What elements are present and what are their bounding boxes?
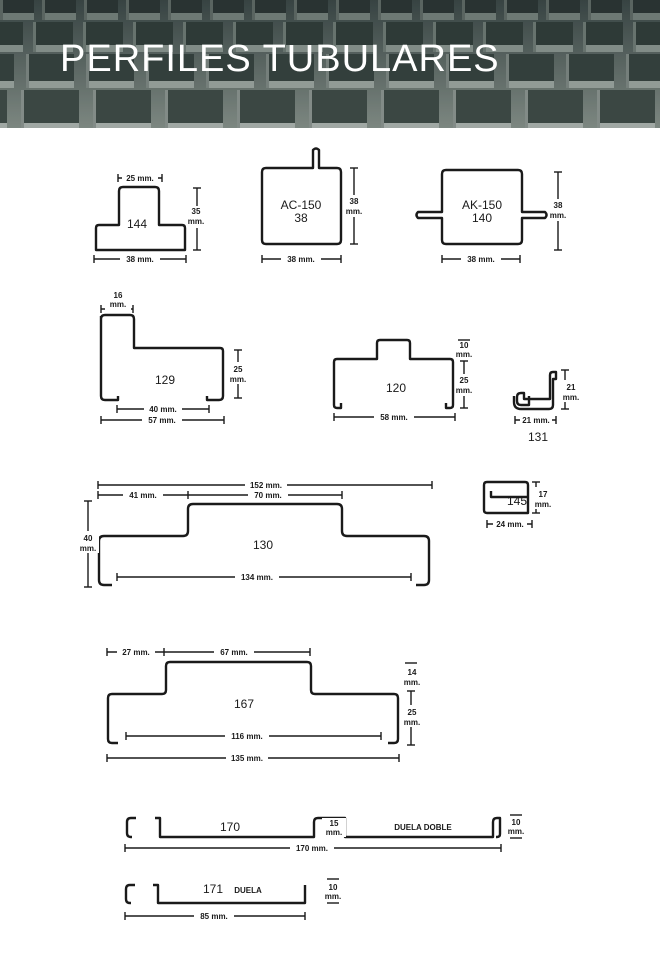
profile-170: 170 15 mm. DUELA DOBLE 10 mm. 170 mm. [124, 814, 524, 854]
profile-170-step-dim-value: 15 [330, 819, 339, 828]
profile-120-shape [332, 338, 455, 410]
profile-171-name: 171 [203, 882, 223, 896]
profile-ak150: AK-150 140 38 mm. 38 mm. [415, 168, 568, 265]
profile-144: 25 mm. 35 mm. 38 mm. 144 [93, 172, 206, 265]
profile-145-shape [482, 480, 530, 515]
profile-167-height-dim-value: 25 [408, 708, 417, 717]
profile-145-height-dim-unit: mm. [535, 500, 551, 509]
profile-131-shape [512, 370, 558, 411]
profile-144-shape [94, 185, 187, 252]
profile-129-height-dim-value: 25 [234, 365, 243, 374]
profile-ak150-name-line2: 140 [472, 211, 492, 225]
profile-144-height-dim-unit: mm. [188, 217, 204, 226]
profile-131-bottom-dim: 21 mm. [522, 416, 550, 425]
profile-167-height-dim-unit: mm. [404, 718, 420, 727]
profile-ak150-name-line1: AK-150 [462, 198, 502, 212]
profile-167-top-dim-unit: mm. [404, 678, 420, 687]
profile-129-inner-dim: 40 mm. [149, 405, 177, 414]
profile-170-step-dim-unit: mm. [326, 828, 342, 837]
profile-144-top-dim: 25 mm. [126, 174, 154, 183]
profile-170-name: 170 [220, 820, 240, 834]
profile-129-height-dim-unit: mm. [230, 375, 246, 384]
profile-ac150-height-dim-unit: mm. [346, 207, 362, 216]
profile-120-top-dim-value: 10 [460, 341, 469, 350]
profile-167-mid-dim: 67 mm. [220, 648, 248, 657]
profile-120-height-dim-unit: mm. [456, 386, 472, 395]
profile-ak150-height-dim-value: 38 [554, 201, 563, 210]
profile-170-bottom-dim: 170 mm. [296, 844, 328, 853]
profile-171-label: DUELA [234, 886, 262, 895]
profile-129-shape [99, 313, 225, 402]
profile-171: 171 DUELA 10 mm. 85 mm. [124, 878, 341, 922]
profile-ac150-bottom-dim: 38 mm. [287, 255, 315, 264]
profile-145-height-dim-value: 17 [539, 490, 548, 499]
profile-130: 152 mm. 41 mm. 70 mm. 130 40 mm. 134 mm. [77, 479, 433, 588]
profile-120-name: 120 [386, 381, 406, 395]
profile-131: 21 mm. 21 mm. 131 [512, 369, 582, 444]
profiles-drawing: 25 mm. 35 mm. 38 mm. 144 AC-150 38 38 mm… [77, 147, 582, 922]
profile-130-mid-dim: 70 mm. [254, 491, 282, 500]
profile-129: 16 mm. 25 mm. 40 mm. 57 mm. 129 [99, 288, 249, 426]
profile-130-height-dim-value: 40 [84, 534, 93, 543]
profile-167-top-dim-value: 14 [408, 668, 417, 677]
profile-ac150-name-line2: 38 [294, 211, 308, 225]
profile-167: 27 mm. 67 mm. 167 14 mm. 25 mm. 116 mm. … [106, 646, 423, 764]
profile-171-height-dim-unit: mm. [325, 892, 341, 901]
profile-171-shape [124, 883, 307, 905]
profile-170-shape [125, 816, 502, 839]
profile-130-total-dim: 152 mm. [250, 481, 282, 490]
profile-129-top-dim-value: 16 [114, 291, 123, 300]
profile-167-bottom-dim: 135 mm. [231, 754, 263, 763]
profile-120: 120 10 mm. 25 mm. 58 mm. [332, 338, 476, 423]
profile-167-left-dim: 27 mm. [122, 648, 150, 657]
profile-130-height-dim-unit: mm. [80, 544, 96, 553]
profile-129-name: 129 [155, 373, 175, 387]
profile-ac150-height-dim-value: 38 [350, 197, 359, 206]
profile-ac150-name-line1: AC-150 [281, 198, 322, 212]
profile-131-name: 131 [528, 430, 548, 444]
profile-130-name: 130 [253, 538, 273, 552]
profile-131-height-dim-unit: mm. [563, 393, 579, 402]
profile-145: 145 17 mm. 24 mm. [482, 480, 554, 530]
profile-129-bottom-dim: 57 mm. [148, 416, 176, 425]
profile-170-height-dim-unit: mm. [508, 827, 524, 836]
header-banner: PERFILES TUBULARES [0, 0, 660, 128]
profile-129-top-dim-unit: mm. [110, 300, 126, 309]
profile-130-left-dim: 41 mm. [129, 491, 157, 500]
page-title: PERFILES TUBULARES [60, 38, 500, 80]
profile-167-inner-dim: 116 mm. [231, 732, 263, 741]
profile-ak150-bottom-dim: 38 mm. [467, 255, 495, 264]
profile-130-shape [97, 502, 431, 587]
profile-171-bottom-dim: 85 mm. [200, 912, 228, 921]
profile-170-label: DUELA DOBLE [394, 823, 452, 832]
header-background-image [0, 0, 660, 128]
profile-171-height-dim-value: 10 [329, 883, 338, 892]
profile-167-shape [106, 660, 400, 745]
profile-144-name: 144 [127, 217, 147, 231]
profile-167-name: 167 [234, 697, 254, 711]
profile-145-name: 145 [507, 494, 527, 508]
profile-120-height-dim-value: 25 [460, 376, 469, 385]
profile-ac150-shape [260, 147, 343, 246]
profile-ac150: AC-150 38 38 mm. 38 mm. [260, 147, 363, 265]
profile-120-bottom-dim: 58 mm. [380, 413, 408, 422]
profile-131-height-dim-value: 21 [567, 383, 576, 392]
profile-145-bottom-dim: 24 mm. [496, 520, 524, 529]
profile-ak150-shape [415, 168, 548, 246]
profile-144-height-dim-value: 35 [192, 207, 201, 216]
profile-120-top-dim-unit: mm. [456, 350, 472, 359]
profile-170-height-dim-value: 10 [512, 818, 521, 827]
profile-ak150-height-dim-unit: mm. [550, 211, 566, 220]
profile-144-bottom-dim: 38 mm. [126, 255, 154, 264]
profile-130-bottom-dim: 134 mm. [241, 573, 273, 582]
